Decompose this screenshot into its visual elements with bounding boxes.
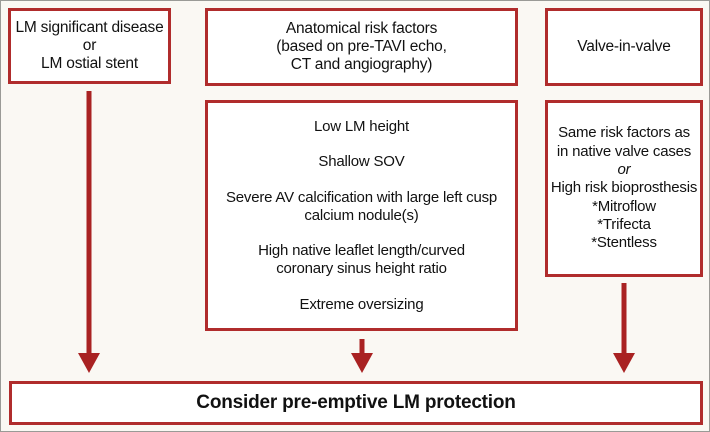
- arrow-right-head: [613, 353, 635, 373]
- arrow-right-shaft: [621, 283, 627, 353]
- box-anatomical-line-2: (based on pre-TAVI echo,: [276, 37, 447, 55]
- risk-item-severe-av-calcification-line-2: calcium nodule(s): [304, 206, 419, 224]
- box-lm-disease-line-1: LM significant disease: [15, 18, 164, 36]
- box-conclusion: Consider pre-emptive LM protection: [9, 381, 703, 425]
- arrow-left-to-conclusion: [69, 91, 109, 373]
- box-valve-in-valve-label: Valve-in-valve: [577, 37, 671, 55]
- risk-item-severe-av-calcification-line-1: Severe AV calcification with large left …: [225, 188, 498, 206]
- risk-item-low-lm-height: Low LM height: [314, 118, 409, 136]
- arrow-right-to-conclusion: [604, 283, 644, 373]
- box-lm-significant-disease: LM significant disease or LM ostial sten…: [8, 8, 171, 84]
- risk-item-severe-av-calcification: Severe AV calcification with large left …: [226, 189, 497, 224]
- viv-detail-line-5-mitroflow: *Mitroflow: [592, 197, 656, 215]
- viv-detail-line-2: in native valve cases: [556, 142, 692, 160]
- viv-detail-line-3-or: or: [617, 161, 631, 179]
- viv-detail-line-1: Same risk factors as: [558, 124, 690, 142]
- box-anatomical-risk-list: Low LM height Shallow SOV Severe AV calc…: [205, 100, 518, 331]
- risk-item-leaflet-length-ratio: High native leaflet length/curved corona…: [258, 242, 465, 277]
- risk-item-leaflet-length-ratio-line-2: coronary sinus height ratio: [276, 260, 447, 278]
- box-anatomical-line-1: Anatomical risk factors: [285, 19, 438, 37]
- conclusion-label: Consider pre-emptive LM protection: [196, 391, 516, 413]
- box-lm-disease-line-2: or: [82, 36, 97, 54]
- risk-item-shallow-sov: Shallow SOV: [318, 153, 404, 171]
- viv-detail-line-6-trifecta: *Trifecta: [597, 215, 651, 233]
- arrow-middle-shaft: [359, 339, 365, 355]
- box-valve-in-valve: Valve-in-valve: [545, 8, 703, 86]
- arrow-middle-head: [351, 353, 373, 373]
- box-anatomical-risk-factors: Anatomical risk factors (based on pre-TA…: [205, 8, 518, 86]
- box-anatomical-line-3: CT and angiography): [290, 56, 433, 74]
- viv-detail-line-4: High risk bioprosthesis: [550, 179, 698, 197]
- risk-item-extreme-oversizing: Extreme oversizing: [300, 296, 424, 314]
- box-valve-in-valve-details: Same risk factors as in native valve cas…: [545, 100, 703, 277]
- risk-item-leaflet-length-ratio-line-1: High native leaflet length/curved: [258, 242, 465, 260]
- risk-item-extreme-oversizing-line-1: Extreme oversizing: [299, 295, 424, 313]
- risk-item-low-lm-height-line-1: Low LM height: [314, 117, 409, 135]
- arrow-left-head: [78, 353, 100, 373]
- risk-item-shallow-sov-line-1: Shallow SOV: [318, 153, 405, 171]
- viv-detail-line-7-stentless: *Stentless: [591, 234, 657, 252]
- arrow-middle-to-conclusion: [342, 339, 382, 373]
- arrow-left-shaft: [86, 91, 92, 353]
- box-lm-disease-line-3: LM ostial stent: [41, 55, 138, 73]
